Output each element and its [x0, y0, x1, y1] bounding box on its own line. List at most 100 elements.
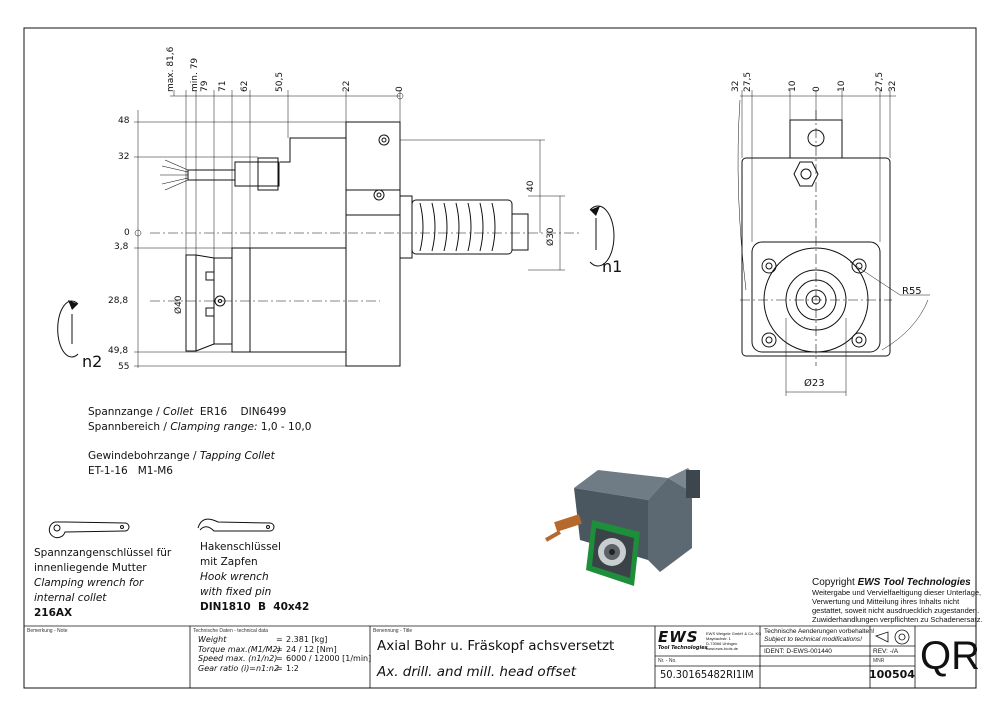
w2-line4: with fixed pin [200, 586, 272, 598]
tech-eq: = [276, 663, 283, 673]
dim-left-48: 48 [118, 116, 130, 126]
dim-left-0: 0 [124, 228, 130, 238]
front-dim-10-left: 10 [788, 80, 798, 92]
dim-left-55: 55 [118, 362, 130, 372]
dim-top-max: max. 81,6 [166, 46, 176, 92]
tech-label: Speed max. (n1/n2) [198, 654, 278, 663]
spindle-flange [399, 195, 413, 259]
front-dim-32-right: 32 [888, 80, 898, 92]
part-number: 50.30165482RI1IM [660, 668, 754, 681]
tech-value: 1:2 [286, 663, 299, 673]
copyright-line3: gestattet, soweit nicht ausdruecklich zu… [812, 606, 980, 615]
tech-row-speed: Speed max. (n1/n2)=6000 / 12000 [1/min] [198, 654, 371, 664]
housing-rear [345, 121, 401, 367]
clamping-range-note: Spannbereich / Clamping range: 1,0 - 10,… [88, 420, 311, 435]
dim-top-22: 22 [342, 80, 352, 92]
change-de: Technische Aenderungen vorbehalten! [764, 628, 875, 635]
clamping-wrench-text: Spannzangenschlüssel für innenliegende M… [34, 546, 171, 621]
copyright-title: Copyright EWS Tool Technologies [812, 577, 983, 588]
label-n2: n2 [82, 352, 103, 371]
tech-label: Gear ratio (i)=n1:n2 [198, 663, 280, 673]
front-dim-d23: Ø23 [804, 378, 825, 389]
tech-label: Weight [198, 635, 227, 644]
hook-wrench-drawing [197, 518, 275, 532]
tech-eq: = [276, 644, 283, 654]
tap-label-en: Tapping Collet [199, 450, 275, 462]
mnr-label: MNR [873, 658, 885, 664]
rotation-arrow-n2 [57, 300, 79, 358]
change-en: Subject to technical modifications! [764, 636, 862, 643]
name-label: Benennung - Title [373, 628, 413, 634]
collet-value: ER16 DIN6499 [199, 406, 287, 418]
dim-top-62: 62 [240, 80, 250, 92]
remark-label: Bemerkung - Note [27, 628, 68, 634]
tech-row-torque: Torque max.(M1/M2)=24 / 12 [Nm] [198, 645, 371, 655]
tech-eq: = [276, 654, 283, 663]
qr-mark: QR [920, 634, 980, 678]
dim-d40: Ø40 [174, 295, 184, 314]
housing-body [231, 247, 347, 353]
number-label: Nr. - No. [658, 658, 677, 664]
copyright-line2: Verwertung und Mitteilung ihres Inhalts … [812, 597, 960, 606]
range-label-de: Spannbereich / [88, 421, 167, 433]
modification-notice: Technische Aenderungen vorbehalten! Subj… [764, 628, 875, 644]
range-value: 1,0 - 10,0 [260, 421, 312, 433]
copyright-line4: Zuwiderhandlungen verpflichten zu Schade… [812, 615, 983, 624]
tech-value: 2.381 [kg] [286, 635, 328, 644]
copyright-prefix: Copyright [812, 577, 858, 588]
collet-label-en: Collet [163, 406, 194, 418]
dim-top-71: 71 [218, 80, 228, 92]
w1-code: 216AX [34, 607, 73, 619]
w2-line1: Hakenschlüssel [200, 541, 281, 553]
w1-line1: Spannzangenschlüssel für [34, 547, 172, 559]
dim-right-40: 40 [526, 180, 536, 192]
tapping-collet-value: ET-1-16 M1-M6 [88, 465, 173, 477]
copyright-brand: EWS Tool Technologies [857, 577, 971, 588]
logo-mark: EWS [658, 628, 699, 646]
3d-model-render [545, 468, 700, 586]
collet-note: Spannzange / Collet ER16 DIN6499 [88, 405, 286, 420]
dim-left-28-8: 28,8 [108, 296, 129, 306]
company-line: Maybachstr. 1 [706, 636, 731, 641]
revision-field: REV: -/A [873, 648, 899, 655]
front-dim-27-5-left: 27,5 [743, 71, 753, 92]
tap-label-de: Gewindebohrzange / [88, 450, 197, 462]
w2-code: DIN1810 B 40x42 [200, 601, 310, 613]
company-line: www.ews-tools.de [706, 646, 739, 651]
dim-top-79: 79 [200, 80, 210, 92]
ews-logo: EWS Tool Technologies [658, 628, 708, 652]
sheet-border [23, 27, 977, 689]
tech-row-weight: Weight =2.381 [kg] [198, 635, 371, 645]
w1-line4: internal collet [34, 592, 107, 604]
side-view [185, 121, 529, 367]
copyright-block: Copyright EWS Tool Technologies Weiterga… [812, 577, 983, 624]
rotation-arrow-n1 [589, 205, 615, 267]
dim-left-3-8: 3,8 [114, 242, 129, 252]
logo-subtitle: Tool Technologies [658, 645, 708, 651]
dim-right-d30: Ø30 [546, 227, 556, 246]
coolant-nozzle [234, 161, 280, 187]
tech-value: 6000 / 12000 [1/min] [286, 654, 372, 663]
front-dim-10-right: 10 [837, 80, 847, 92]
copyright-line1: Weitergabe und Vervielfaeltigung dieser … [812, 588, 982, 597]
clamping-wrench-drawing [48, 521, 130, 539]
ident-field: IDENT: D-EWS-001440 [764, 648, 832, 655]
tech-eq: = [276, 635, 283, 644]
w2-line2: mit Zapfen [200, 556, 258, 568]
w1-line2: innenliegende Mutter [34, 562, 147, 574]
mnr-value: 100504 [869, 668, 915, 681]
tech-row-gear: Gear ratio (i)=n1:n2=1:2 [198, 664, 371, 674]
company-line: D-73066 Uhingen [706, 641, 738, 646]
tech-data-label: Technische Daten - technical data [193, 628, 269, 634]
title-english: Ax. drill. and mill. head offset [377, 664, 577, 680]
tapping-collet-note: Gewindebohrzange / Tapping Collet [88, 449, 275, 464]
front-dim-r55: R55 [902, 286, 922, 297]
title-block-grid [24, 625, 976, 688]
front-dim-0: 0 [812, 86, 822, 92]
dim-left-32: 32 [118, 152, 130, 162]
company-address: EWS Weigele GmbH & Co. KG Maybachstr. 1 … [706, 631, 761, 651]
company-line: EWS Weigele GmbH & Co. KG [706, 631, 762, 636]
label-n1: n1 [602, 257, 623, 276]
